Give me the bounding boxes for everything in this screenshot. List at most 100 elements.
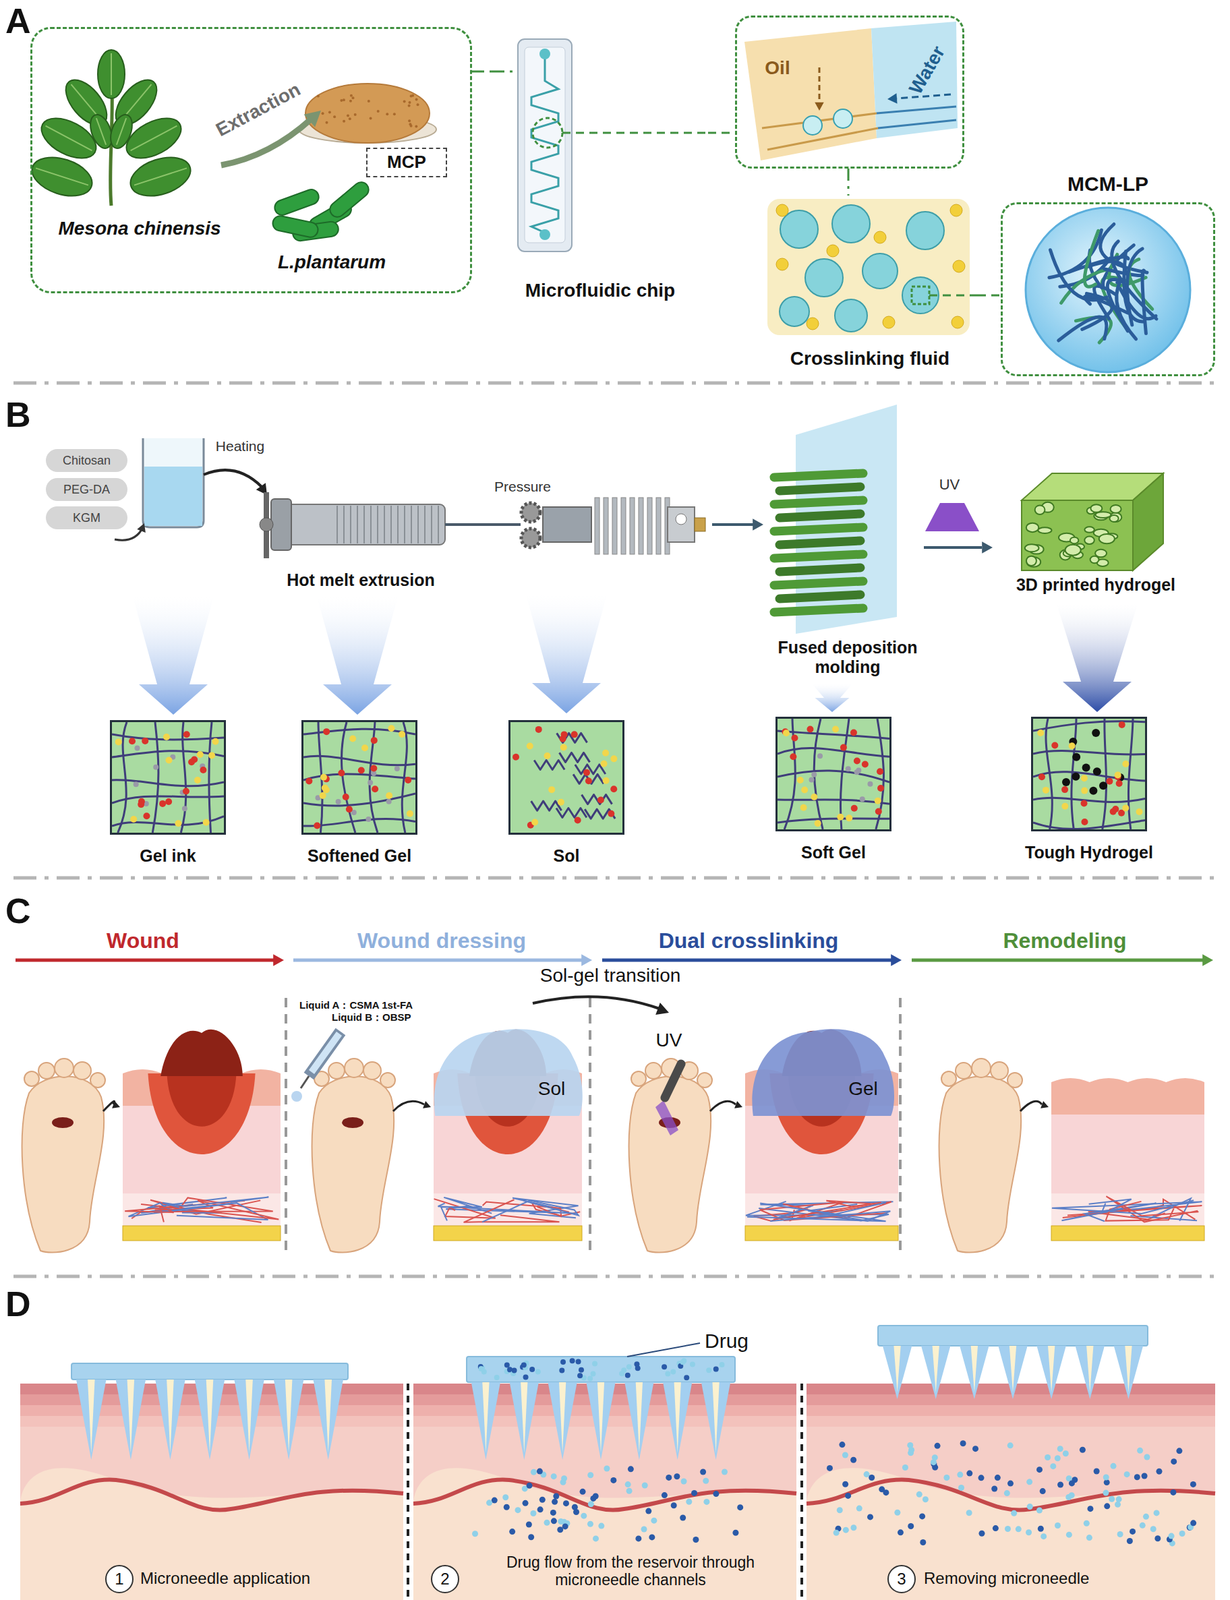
polymer-chain <box>1102 718 1107 830</box>
drug-particle <box>842 1451 849 1458</box>
gel-network <box>510 722 623 833</box>
wound-scab <box>160 1029 243 1077</box>
powder-grain <box>342 98 346 102</box>
printed-strand <box>774 500 864 505</box>
powder-grain <box>376 109 380 113</box>
toe <box>941 1071 957 1087</box>
drug-particle <box>680 1359 686 1365</box>
hypodermis <box>433 1193 582 1226</box>
crosslinker-dot <box>950 204 963 217</box>
leader-line <box>562 132 709 135</box>
drug-particle <box>702 1478 709 1485</box>
drug-particle <box>1040 1533 1047 1540</box>
polymer-chain <box>777 799 890 804</box>
yellow-particle <box>797 776 804 784</box>
gear <box>521 528 541 548</box>
needle-channel <box>559 1382 566 1454</box>
drug-particle <box>621 1367 627 1373</box>
red-particle <box>585 777 593 785</box>
process-arrow <box>923 546 982 549</box>
drug-particle <box>590 1371 597 1378</box>
drug-particle <box>991 1485 998 1492</box>
drug-particle <box>537 1506 544 1513</box>
drug-particle <box>645 1508 652 1515</box>
hydrogel-pore <box>1070 537 1079 545</box>
nozzle <box>694 517 706 532</box>
drug-particle <box>1141 1473 1148 1480</box>
barrel-ring <box>356 505 359 544</box>
crosslinker-dot <box>951 316 964 329</box>
gel-network <box>1033 718 1146 830</box>
yellow-particle <box>814 820 822 827</box>
powder-grain <box>342 120 346 123</box>
powder-grain <box>348 117 352 121</box>
drug-particle <box>579 1488 587 1496</box>
drug-particle <box>626 1364 632 1370</box>
yellow-particle <box>874 797 882 805</box>
plant-leaf <box>97 49 125 99</box>
microneedle <box>662 1382 692 1460</box>
drug-particle <box>1134 1474 1141 1481</box>
blood-vessel <box>1051 1200 1202 1214</box>
powder-grain <box>410 95 413 98</box>
red-particle <box>877 784 885 792</box>
red-particle <box>806 725 814 733</box>
chip-port <box>539 229 551 241</box>
crosslinker-dot <box>873 231 887 244</box>
polymer-chain <box>1084 230 1098 287</box>
wound-bed <box>147 1073 255 1155</box>
microneedle <box>155 1379 186 1460</box>
drug-particle <box>978 1530 985 1537</box>
powder-grain <box>354 113 357 116</box>
red-particle <box>571 730 578 738</box>
syringe <box>308 1031 341 1077</box>
hydrogel-cube <box>1021 500 1133 571</box>
node-text: Gel ink <box>139 846 196 866</box>
drug-particle <box>587 1375 593 1382</box>
needle-channel <box>127 1379 135 1454</box>
microneedle <box>701 1382 731 1460</box>
yellow-particle <box>782 729 790 737</box>
drug-particle <box>1124 1471 1131 1478</box>
drug-particle <box>478 1366 485 1372</box>
drug-particle <box>679 1515 686 1522</box>
gel-square: Tough Hydrogel <box>1031 716 1148 832</box>
drug-particle <box>706 1367 712 1373</box>
yellow-particle <box>1122 760 1129 768</box>
process-label: Fused deposition molding <box>746 637 949 678</box>
polymer-chain <box>369 722 378 833</box>
node-text: 2 <box>440 1569 450 1589</box>
powder-grain <box>403 99 406 103</box>
hydrogel-pore <box>1110 505 1122 514</box>
drug-particle <box>691 1490 698 1497</box>
drug-particle <box>577 1372 583 1379</box>
printed-strand <box>779 594 861 599</box>
crosslink-point <box>855 768 862 774</box>
crosslink-point <box>1071 772 1080 781</box>
arrow-head <box>1040 1101 1049 1109</box>
drug-particle <box>1179 1530 1186 1537</box>
drug-particle <box>627 1466 634 1473</box>
toe <box>697 1072 713 1088</box>
polymer-chain <box>111 816 224 827</box>
needle-channel <box>520 1382 528 1454</box>
uv-lamp <box>925 503 980 532</box>
gel-square: Gel ink <box>109 720 226 835</box>
yellow-particle <box>810 793 818 801</box>
yellow-particle <box>202 819 210 827</box>
drug-particle <box>648 1534 655 1541</box>
skin-layer <box>806 1405 1216 1417</box>
node-text: PEG-DA <box>63 482 110 497</box>
process-label: UV <box>939 476 961 493</box>
toe <box>344 1058 364 1078</box>
barrel-ring <box>349 505 352 544</box>
red-particle <box>342 793 350 801</box>
toe <box>90 1072 106 1088</box>
crosslink-point <box>182 805 188 812</box>
stage-heading: Wound dressing <box>357 928 526 954</box>
polymer-chain <box>209 722 212 833</box>
dressing-shape <box>747 1025 897 1117</box>
drug-particle <box>641 1482 649 1489</box>
crosslink-point <box>845 766 852 772</box>
drug-particle <box>833 1530 840 1537</box>
